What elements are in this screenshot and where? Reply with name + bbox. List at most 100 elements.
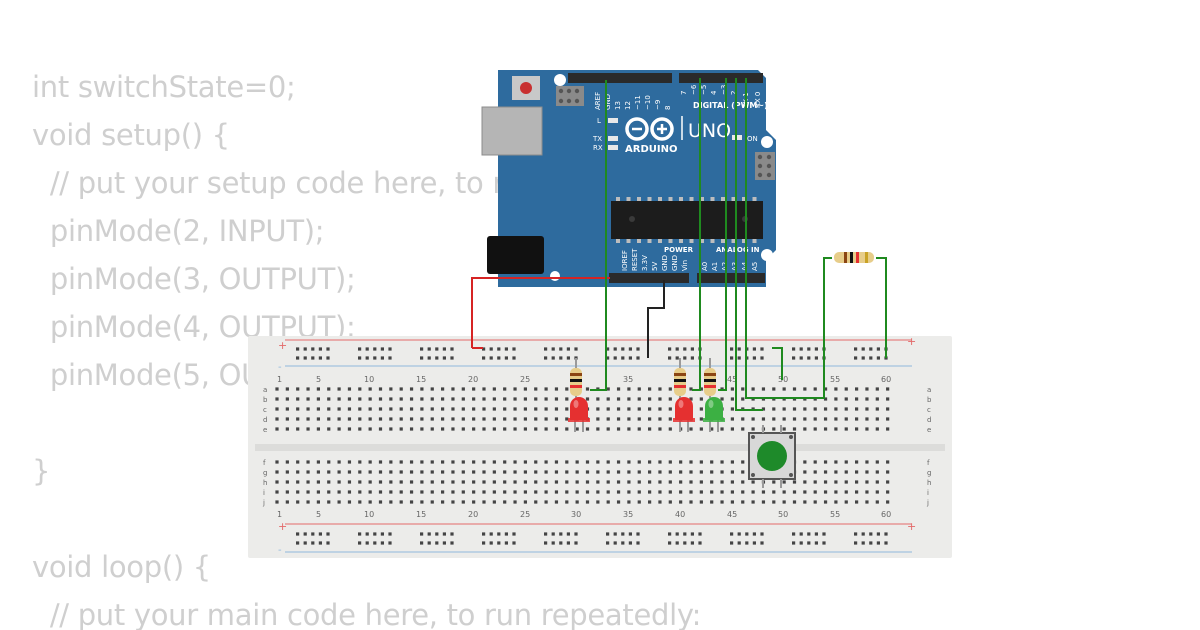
- rail-hole[interactable]: [296, 347, 300, 351]
- hole[interactable]: [296, 417, 300, 421]
- hole[interactable]: [368, 460, 372, 464]
- rail-hole[interactable]: [311, 347, 315, 351]
- hole[interactable]: [482, 387, 486, 391]
- hole[interactable]: [730, 397, 734, 401]
- rail-hole[interactable]: [551, 541, 555, 545]
- hole[interactable]: [834, 387, 838, 391]
- rail-hole[interactable]: [450, 532, 454, 536]
- hole[interactable]: [627, 460, 631, 464]
- rail-hole[interactable]: [628, 347, 632, 351]
- hole[interactable]: [482, 407, 486, 411]
- hole[interactable]: [441, 500, 445, 504]
- hole[interactable]: [710, 500, 714, 504]
- rail-hole[interactable]: [613, 532, 617, 536]
- hole[interactable]: [761, 417, 766, 421]
- hole[interactable]: [648, 490, 652, 494]
- hole[interactable]: [823, 460, 828, 464]
- hole[interactable]: [875, 480, 879, 484]
- rail-hole[interactable]: [854, 356, 858, 360]
- hole[interactable]: [492, 500, 496, 504]
- hole[interactable]: [855, 407, 859, 411]
- hole[interactable]: [451, 490, 455, 494]
- hole[interactable]: [296, 407, 300, 411]
- hole[interactable]: [472, 500, 476, 504]
- hole[interactable]: [347, 387, 352, 391]
- hole[interactable]: [513, 500, 517, 504]
- hole[interactable]: [637, 407, 641, 411]
- hole[interactable]: [823, 387, 828, 391]
- hole[interactable]: [741, 397, 745, 401]
- hole[interactable]: [658, 397, 662, 401]
- hole[interactable]: [658, 470, 662, 474]
- rail-hole[interactable]: [876, 356, 880, 360]
- rail-hole[interactable]: [814, 356, 818, 360]
- hole[interactable]: [327, 500, 331, 504]
- hole[interactable]: [834, 500, 838, 504]
- hole[interactable]: [782, 480, 786, 484]
- rail-hole[interactable]: [752, 541, 756, 545]
- hole[interactable]: [285, 407, 289, 411]
- hole[interactable]: [875, 387, 879, 391]
- hole[interactable]: [637, 480, 641, 484]
- hole[interactable]: [451, 387, 455, 391]
- hole[interactable]: [482, 460, 486, 464]
- hole[interactable]: [606, 397, 610, 401]
- rail-hole[interactable]: [869, 532, 873, 536]
- rail-hole[interactable]: [482, 356, 486, 360]
- hole[interactable]: [782, 500, 786, 504]
- hole[interactable]: [741, 387, 745, 391]
- rail-hole[interactable]: [497, 532, 501, 536]
- hole[interactable]: [616, 480, 621, 484]
- hole[interactable]: [658, 427, 662, 431]
- rail-hole[interactable]: [450, 541, 454, 545]
- hole[interactable]: [513, 407, 517, 411]
- wire-resistor-rail[interactable]: [876, 257, 887, 358]
- hole[interactable]: [420, 470, 424, 474]
- hole[interactable]: [358, 387, 362, 391]
- hole[interactable]: [306, 490, 310, 494]
- hole[interactable]: [689, 387, 693, 391]
- hole[interactable]: [658, 460, 662, 464]
- hole[interactable]: [813, 387, 817, 391]
- hole[interactable]: [855, 460, 859, 464]
- hole[interactable]: [658, 407, 662, 411]
- hole[interactable]: [875, 417, 879, 421]
- hole[interactable]: [668, 470, 672, 474]
- hole[interactable]: [875, 397, 879, 401]
- rail-hole[interactable]: [318, 541, 322, 545]
- hole[interactable]: [834, 470, 838, 474]
- rail-hole[interactable]: [388, 356, 392, 360]
- hole[interactable]: [441, 407, 445, 411]
- hole[interactable]: [865, 490, 869, 494]
- wire-gnd-top-green[interactable]: [590, 80, 607, 391]
- hole[interactable]: [658, 500, 662, 504]
- hole[interactable]: [472, 480, 476, 484]
- hole[interactable]: [441, 470, 445, 474]
- hole[interactable]: [368, 470, 372, 474]
- rail-hole[interactable]: [442, 347, 446, 351]
- hole[interactable]: [399, 397, 403, 401]
- hole[interactable]: [751, 480, 755, 484]
- rail-hole[interactable]: [504, 347, 508, 351]
- rail-hole[interactable]: [668, 532, 672, 536]
- hole[interactable]: [513, 387, 517, 391]
- rail-hole[interactable]: [621, 347, 625, 351]
- hole[interactable]: [337, 397, 341, 401]
- hole[interactable]: [834, 480, 838, 484]
- wire-pin4-green[interactable]: [718, 78, 727, 391]
- rail-hole[interactable]: [683, 541, 687, 545]
- hole[interactable]: [513, 490, 517, 494]
- rail-hole[interactable]: [854, 532, 858, 536]
- hole[interactable]: [316, 470, 320, 474]
- hole[interactable]: [627, 397, 631, 401]
- hole[interactable]: [596, 460, 600, 464]
- hole[interactable]: [813, 500, 817, 504]
- hole[interactable]: [865, 460, 869, 464]
- hole[interactable]: [627, 480, 631, 484]
- hole[interactable]: [803, 480, 807, 484]
- hole[interactable]: [689, 490, 693, 494]
- hole[interactable]: [606, 490, 610, 494]
- rail-hole[interactable]: [745, 532, 749, 536]
- hole[interactable]: [554, 480, 559, 484]
